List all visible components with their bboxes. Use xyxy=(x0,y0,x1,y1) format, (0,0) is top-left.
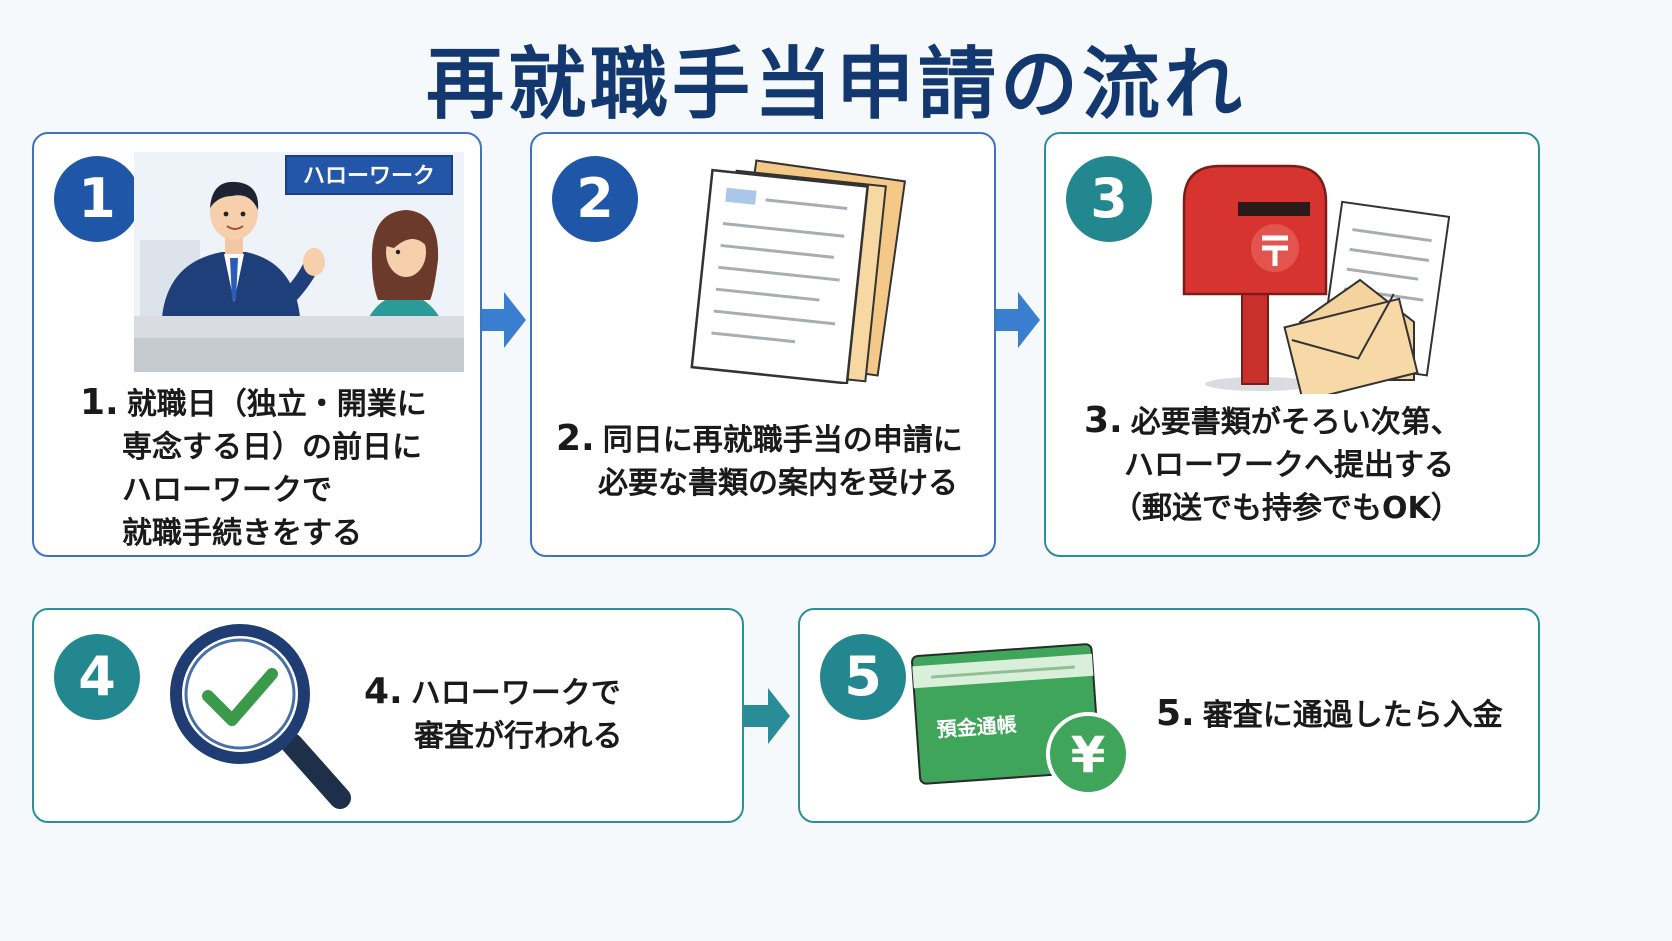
step-1-line-3: ハローワークで xyxy=(122,473,332,508)
step-text-1: 1.就職日（独立・開業に 専念する日）の前日に ハローワークで 就職手続きをする xyxy=(80,381,427,555)
step-1-line-4: 就職手続きをする xyxy=(122,516,362,551)
arrow-right-icon xyxy=(996,290,1042,350)
step-badge-1: 1 xyxy=(54,156,140,242)
step-badge-5: 5 xyxy=(820,634,906,720)
step-3-line-3: （郵送でも持参でもOK） xyxy=(1112,491,1461,526)
step-card-5: 5 預金通帳 ¥ 5.審査に通過したら入金 xyxy=(798,608,1540,823)
step-index-3: 3. xyxy=(1084,400,1123,441)
sign-label: ハローワーク xyxy=(303,164,435,189)
step-1-line-2: 専念する日）の前日に xyxy=(122,430,422,465)
check-icon xyxy=(202,668,278,726)
magnifier-check-icon xyxy=(164,620,364,815)
step-index-4: 4. xyxy=(364,671,403,712)
passbook-icon: 預金通帳 ¥ xyxy=(910,636,1140,806)
step-card-3: 3 3.必要書類がそろい次第、 ハ xyxy=(1044,132,1540,557)
hello-work-counter-illustration: ハローワーク xyxy=(134,152,464,372)
step-4-line-2: 審査が行われる xyxy=(414,719,623,754)
step-5-line-1: 審査に通過したら入金 xyxy=(1202,698,1503,733)
yen-coin-icon: ¥ xyxy=(1046,712,1130,796)
mailbox-icon xyxy=(1180,162,1450,394)
step-3-line-2: ハローワークへ提出する xyxy=(1124,448,1454,483)
documents-icon xyxy=(682,152,912,384)
step-index-1: 1. xyxy=(80,382,119,423)
step-card-1: 1 ハローワーク xyxy=(32,132,482,557)
step-index-2: 2. xyxy=(556,418,595,459)
step-card-4: 4 4.ハローワークで 審査が行われる xyxy=(32,608,744,823)
step-badge-4: 4 xyxy=(54,634,140,720)
step-3-line-1: 必要書類がそろい次第、 xyxy=(1130,405,1461,440)
step-text-3: 3.必要書類がそろい次第、 ハローワークへ提出する （郵送でも持参でもOK） xyxy=(1084,399,1461,530)
arrow-right-icon xyxy=(744,686,792,746)
page-title: 再就職手当申請の流れ xyxy=(425,40,1246,130)
step-badge-2: 2 xyxy=(552,156,638,242)
step-index-5: 5. xyxy=(1156,693,1195,734)
step-2-line-1: 同日に再就職手当の申請に xyxy=(602,423,963,458)
step-text-4: 4.ハローワークで 審査が行われる xyxy=(364,670,623,758)
step-2-line-2: 必要な書類の案内を受ける xyxy=(598,466,958,501)
step-card-2: 2 2.同日に再就職手当の申請に 必要な書類の案内を受ける xyxy=(530,132,996,557)
step-1-line-1: 就職日（独立・開業に xyxy=(126,387,427,422)
step-badge-3: 3 xyxy=(1066,156,1152,242)
passbook-label: 預金通帳 xyxy=(936,712,1017,742)
step-4-line-1: ハローワークで xyxy=(410,676,621,711)
hello-work-sign xyxy=(285,155,453,195)
svg-text:¥: ¥ xyxy=(1071,726,1106,784)
step-text-2: 2.同日に再就職手当の申請に 必要な書類の案内を受ける xyxy=(556,417,963,505)
step-text-5: 5.審査に通過したら入金 xyxy=(1156,692,1503,737)
envelope-icon xyxy=(1283,278,1419,394)
arrow-right-icon xyxy=(482,290,528,350)
